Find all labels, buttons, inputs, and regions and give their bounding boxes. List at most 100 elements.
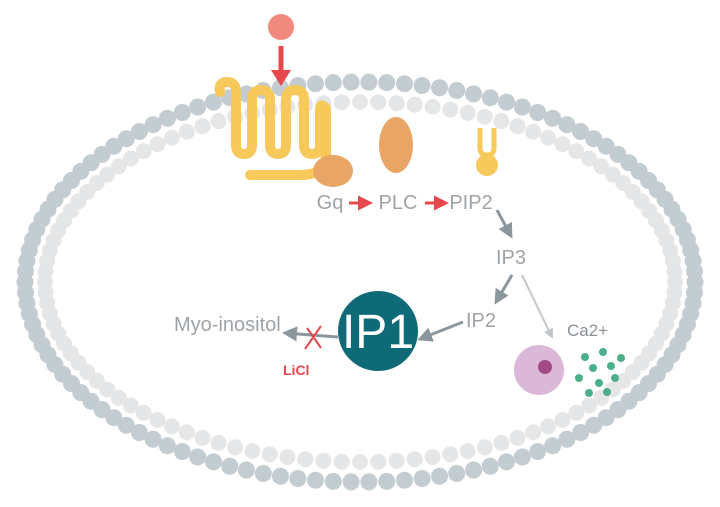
- membrane-bead: [342, 473, 360, 491]
- membrane-bead: [558, 430, 576, 448]
- membrane-bead: [360, 473, 378, 491]
- membrane-bead: [352, 454, 368, 470]
- membrane-bead: [194, 429, 211, 446]
- membrane-inner-layer: [37, 94, 683, 470]
- membrane-bead: [568, 143, 585, 160]
- membrane-bead: [117, 416, 135, 434]
- membrane-bead: [525, 424, 542, 441]
- membrane-bead: [297, 451, 314, 468]
- membrane-bead: [99, 166, 116, 183]
- membrane-bead: [221, 457, 239, 475]
- licl-inhibition-icon: [304, 325, 322, 350]
- membrane-bead: [513, 98, 531, 116]
- membrane-bead: [370, 94, 387, 111]
- ligand-activation-arrow: [271, 46, 291, 86]
- membrane-bead: [476, 439, 493, 456]
- membrane-bead: [135, 143, 152, 160]
- membrane-bead: [315, 452, 332, 469]
- membrane-bead: [388, 95, 405, 112]
- membrane-bead: [135, 404, 152, 421]
- ip3-to-calcium-arrow: [521, 274, 554, 339]
- ip3-label: IP3: [496, 247, 526, 269]
- membrane-bead: [431, 79, 448, 97]
- membrane-bead: [666, 263, 683, 280]
- ip2-label: IP2: [466, 310, 496, 332]
- myo-inositol-label: Myo-inositol: [174, 314, 281, 336]
- membrane-bead: [431, 467, 448, 485]
- membrane-outer-layer: [16, 73, 704, 491]
- membrane-bead: [413, 470, 431, 487]
- membrane-bead: [289, 470, 307, 487]
- membrane-bead: [307, 471, 324, 489]
- membrane-bead: [540, 418, 557, 435]
- membrane-bead: [178, 123, 195, 140]
- membrane-bead: [476, 108, 493, 125]
- membrane-bead: [210, 113, 227, 130]
- membrane-bead: [378, 472, 396, 490]
- membrane-bead: [130, 123, 148, 140]
- membrane-bead: [144, 430, 162, 448]
- membrane-bead: [117, 130, 135, 148]
- membrane-bead: [448, 82, 466, 99]
- ip3-to-ip2-arrow: [494, 274, 514, 305]
- membrane-bead: [581, 397, 598, 414]
- membrane-bead: [465, 85, 483, 103]
- membrane-bead: [110, 158, 127, 175]
- membrane-bead: [406, 96, 423, 113]
- gpcr-receptor-icon: [214, 77, 331, 180]
- pip2-label: PIP2: [449, 192, 492, 214]
- membrane-bead: [378, 74, 396, 92]
- membrane-bead: [529, 443, 547, 460]
- membrane-bead: [205, 453, 222, 471]
- membrane-bead: [189, 98, 207, 116]
- membrane-bead: [396, 75, 413, 93]
- membrane-bead: [448, 465, 466, 482]
- membrane-bead: [509, 429, 526, 446]
- membrane-bead: [498, 453, 515, 471]
- membrane-bead: [544, 437, 562, 455]
- membrane-bead: [686, 262, 703, 280]
- membrane-bead: [585, 416, 603, 434]
- membrane-bead: [459, 104, 476, 121]
- ligand-icon: [268, 14, 294, 40]
- membrane-bead: [149, 411, 166, 428]
- calcium-label: Ca2+: [567, 321, 608, 340]
- membrane-bead: [178, 424, 195, 441]
- membrane-bead: [554, 411, 571, 428]
- membrane-bead: [529, 104, 547, 121]
- calcium-ions: [575, 348, 625, 397]
- membrane-bead: [149, 136, 166, 153]
- ip2-to-ip1-arrow: [417, 320, 464, 342]
- membrane-bead: [388, 452, 405, 469]
- membrane-bead: [158, 437, 176, 455]
- membrane-bead: [370, 453, 387, 470]
- membrane-bead: [544, 109, 562, 127]
- plc-label: PLC: [379, 192, 418, 214]
- membrane-bead: [272, 467, 289, 485]
- membrane-bead: [105, 137, 123, 155]
- membrane-bead: [581, 150, 598, 167]
- membrane-bead: [360, 73, 378, 91]
- membrane-bead: [558, 116, 576, 134]
- membrane-bead: [593, 158, 610, 175]
- membrane-bead: [173, 443, 191, 460]
- membrane-bead: [333, 453, 350, 470]
- pip2-lipid-icon: [476, 128, 498, 176]
- membrane-bead: [158, 109, 176, 127]
- ip1-label: IP1: [342, 306, 414, 359]
- membrane-bead: [513, 448, 531, 466]
- membrane-bead: [205, 93, 222, 111]
- ip1-circle: [338, 291, 418, 371]
- membrane-bead: [442, 101, 459, 118]
- membrane-bead: [498, 93, 515, 111]
- membrane-bead: [493, 113, 510, 130]
- membrane-bead: [130, 424, 148, 441]
- membrane-bead: [525, 123, 542, 140]
- membrane-bead: [493, 434, 510, 451]
- membrane-bead: [333, 94, 350, 111]
- plc-protein-icon: [379, 117, 413, 173]
- membrane-bead: [459, 443, 476, 460]
- membrane-bead: [122, 150, 139, 167]
- membrane-bead: [163, 129, 180, 146]
